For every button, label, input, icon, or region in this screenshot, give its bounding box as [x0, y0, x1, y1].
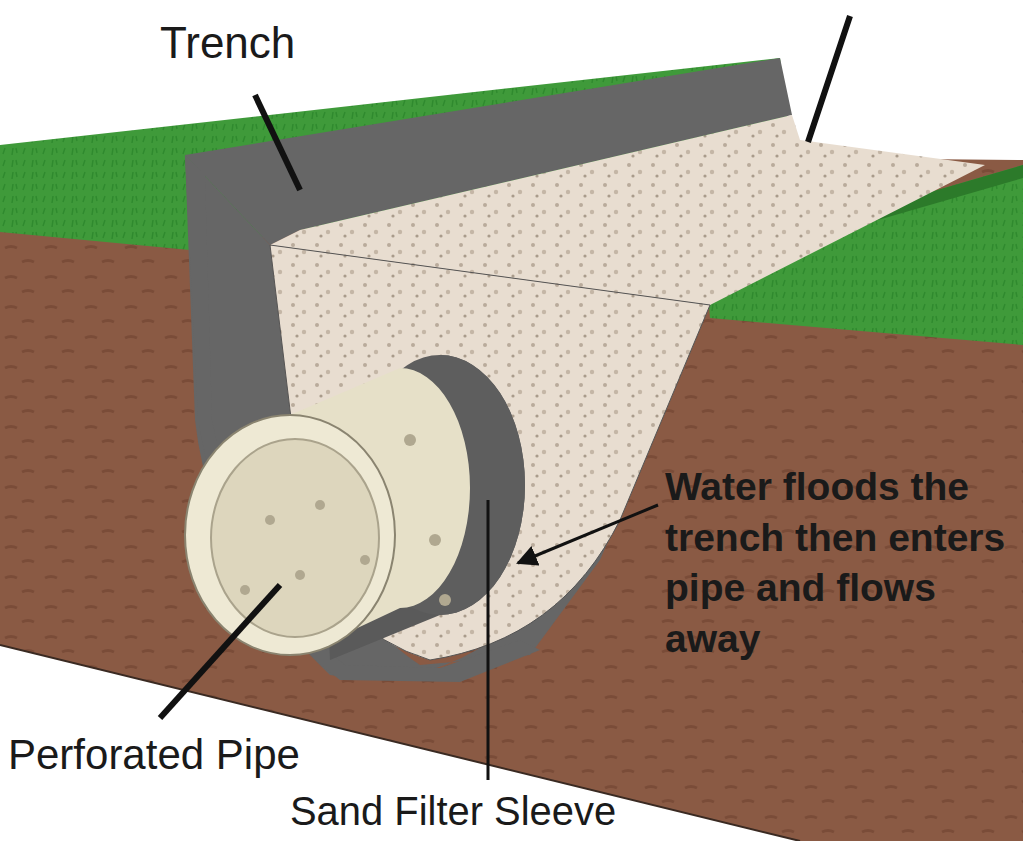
leader-line	[808, 16, 850, 142]
leader-line	[160, 585, 280, 718]
part-label: Sand Filter Sleeve	[290, 786, 616, 838]
note-label: Water floods the trench then enters pipe…	[665, 462, 1017, 665]
pipe-end	[185, 415, 395, 655]
part-label: Trench	[160, 14, 295, 71]
pipe-bore	[211, 439, 379, 637]
leader-line	[487, 500, 490, 780]
flow-arrow	[518, 505, 658, 563]
part-label: Perforated Pipe	[8, 728, 300, 783]
pipe-holes	[240, 434, 451, 606]
leader-line	[255, 95, 300, 190]
